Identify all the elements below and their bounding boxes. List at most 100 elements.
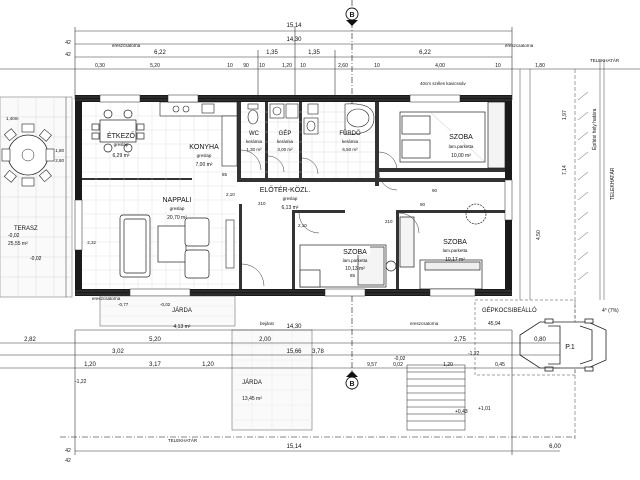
dim-top-seg-3: 1,35 [308, 50, 320, 56]
walkway-1: JÁRDA 4,13 m² -0,77 -0,02 [99, 295, 236, 330]
bedroom-1-furniture [399, 101, 506, 169]
svg-text:0,02: 0,02 [393, 362, 403, 368]
svg-text:1,80: 1,80 [55, 148, 64, 153]
interior-dims: 2,10 2,10 90 90 210 210 85 85 [222, 172, 438, 278]
dim-top-seg-2: 1,35 [266, 50, 278, 56]
svg-text:90: 90 [243, 63, 249, 69]
svg-text:B: B [349, 381, 354, 388]
svg-text:SZOBA: SZOBA [449, 134, 473, 141]
svg-text:KONYHA: KONYHA [189, 144, 219, 151]
svg-text:1,30 m²: 1,30 m² [246, 147, 262, 152]
room-label-bedroom-1: SZOBA lam.parketta 10,00 m² [446, 131, 476, 159]
bottom-total-a: 15,66 [286, 349, 302, 355]
car-label: P.1 [565, 344, 575, 351]
room-label-dining: ÉTKEZŐ greslap 6,29 m² [107, 131, 136, 159]
svg-text:210: 210 [385, 219, 393, 224]
svg-text:42: 42 [65, 448, 71, 454]
terrace-area-value: 25,55 m² [8, 241, 28, 247]
svg-text:6,50 m²: 6,50 m² [342, 147, 358, 152]
car-outline [519, 318, 607, 372]
svg-text:lam.parketta: lam.parketta [449, 144, 474, 149]
kitchen-counter [159, 101, 238, 167]
dim-top-seg-1: 6,22 [154, 50, 166, 56]
bottom-dimension-chains [0, 329, 560, 455]
svg-text:5,20: 5,20 [149, 337, 161, 343]
svg-text:42: 42 [65, 458, 71, 464]
svg-text:GÉP: GÉP [279, 130, 292, 137]
svg-text:1,20: 1,20 [84, 362, 96, 368]
svg-text:10,00 m²: 10,00 m² [451, 153, 471, 159]
svg-text:10: 10 [374, 63, 380, 69]
room-label-kitchen: KONYHA greslap 7,00 m² [189, 144, 219, 168]
terrace-top-dim: 1,40m [6, 116, 19, 121]
terrace-area: TERASZ -0,02 25,55 m² -0,02 1,40m [0, 96, 73, 298]
svg-text:+0,43: +0,43 [455, 409, 468, 415]
svg-text:greslap: greslap [170, 206, 185, 211]
svg-text:10: 10 [495, 63, 501, 69]
svg-text:2,10: 2,10 [298, 223, 307, 228]
svg-text:ÉTKEZŐ: ÉTKEZŐ [107, 131, 136, 140]
dim-left-edge-2: 42 [65, 52, 71, 58]
room-label-living: NAPPALI greslap 20,70 m² [160, 194, 194, 221]
svg-text:WC: WC [249, 131, 260, 137]
svg-text:greslap: greslap [283, 196, 298, 201]
parking-label: GÉPKOCSIBEÁLLÓ [482, 307, 537, 314]
svg-text:2,60: 2,60 [338, 63, 348, 69]
svg-text:2,82: 2,82 [24, 337, 36, 343]
svg-text:lam.parketta: lam.parketta [343, 258, 368, 263]
tv-unit [225, 219, 235, 269]
machine-room-fixtures [269, 103, 299, 119]
svg-text:13,45 m²: 13,45 m² [242, 396, 262, 402]
svg-text:FÜRDŐ: FÜRDŐ [339, 130, 361, 137]
svg-text:0,30: 0,30 [95, 63, 105, 69]
bedroom-3-furniture [399, 203, 487, 290]
svg-text:kerámia: kerámia [277, 139, 294, 144]
eaves-label-bottom: ereszcsatorna [410, 321, 439, 326]
svg-text:-0,02: -0,02 [394, 356, 406, 362]
building-limit-label: Építési hely határa [591, 108, 598, 150]
living-sofa-set [119, 214, 210, 279]
svg-text:6,13 m²: 6,13 m² [282, 205, 299, 211]
level-markers: -1,22 -0,02 +0,43 +1,01 -1,22 [75, 351, 491, 415]
room-label-wc: WC kerámia 1,30 m² [246, 131, 263, 152]
property-line-bottom-label: TELEKHATÁR [168, 437, 198, 443]
svg-text:lam.parketta: lam.parketta [443, 248, 468, 253]
svg-text:2,00: 2,00 [259, 337, 271, 343]
right-side-hatch [577, 91, 589, 281]
section-marker-bottom: B [345, 296, 359, 390]
svg-text:6,29 m²: 6,29 m² [113, 153, 130, 159]
svg-text:+1,01: +1,01 [478, 406, 491, 412]
terrace-floor: -0,02 [8, 233, 20, 239]
svg-text:9,57: 9,57 [367, 362, 377, 368]
svg-text:-0,02: -0,02 [160, 302, 171, 307]
svg-text:2,75: 2,75 [454, 337, 466, 343]
eaves-label-bottom-left: ereszcsatorna [92, 296, 121, 301]
room-label-bedroom-2: SZOBA lam.parketta 10,13 m² [340, 246, 370, 272]
svg-text:5,20: 5,20 [150, 63, 160, 69]
svg-text:7,00 m²: 7,00 m² [196, 162, 213, 168]
svg-text:greslap: greslap [197, 153, 212, 158]
dim-total-width: 15,14 [286, 23, 302, 29]
room-label-machine: GÉP kerámia 3,00 m² [277, 130, 294, 152]
right-vertical-dim-1: 7,14 [562, 165, 568, 175]
svg-text:kerámia: kerámia [342, 139, 359, 144]
svg-text:2,10: 2,10 [226, 192, 235, 197]
right-vertical-dim-2: 1,97 [562, 110, 568, 120]
svg-text:10,13 m²: 10,13 m² [345, 266, 365, 272]
svg-text:20,70 m²: 20,70 m² [167, 215, 187, 221]
svg-text:-0,02: -0,02 [30, 256, 42, 262]
svg-text:90: 90 [420, 202, 426, 207]
gravel-label: 40cm széles kavicssáv [420, 81, 467, 86]
svg-text:1,20: 1,20 [282, 63, 292, 69]
terrace-name: TERASZ [14, 226, 38, 232]
svg-text:4,00: 4,00 [435, 63, 445, 69]
svg-text:JÁRDA: JÁRDA [242, 379, 262, 386]
svg-text:-1,22: -1,22 [468, 351, 480, 357]
svg-text:10,17 m²: 10,17 m² [445, 257, 465, 263]
room-label-bedroom-3: SZOBA lam.parketta 10,17 m² [440, 236, 470, 263]
property-line-right: TELEKHATÁR [609, 167, 616, 200]
right-vertical-dim-3: 4,50 [536, 230, 542, 240]
entrance-label: bejárat [260, 321, 275, 326]
room-label-hall: ELŐTÉR-KÖZL. greslap 6,13 m² [258, 184, 312, 211]
